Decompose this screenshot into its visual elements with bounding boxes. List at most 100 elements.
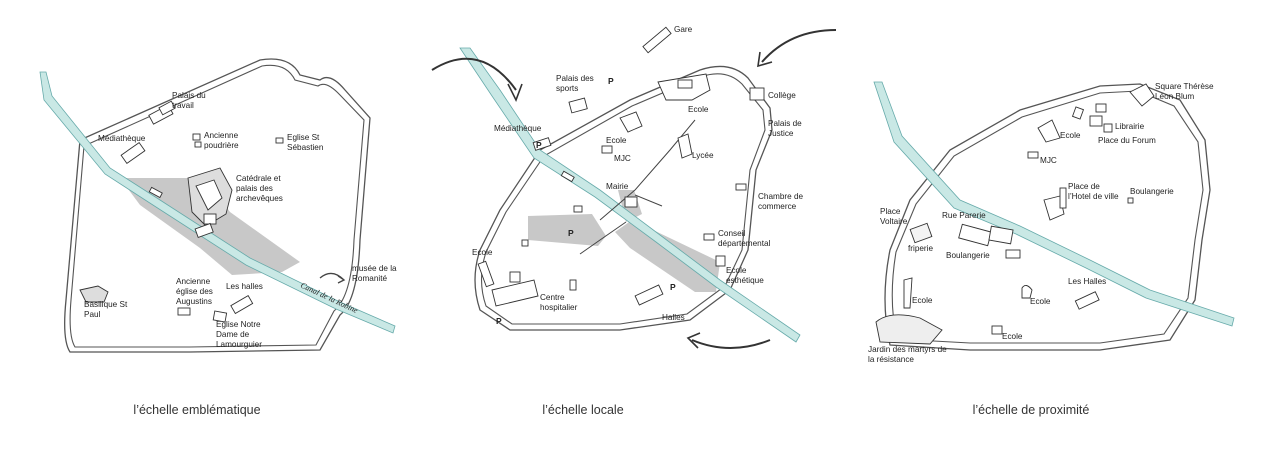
city-wall bbox=[474, 65, 773, 331]
rue-parerie-block bbox=[958, 223, 1021, 259]
ecole-mid-building bbox=[619, 111, 643, 133]
ecole-top-building bbox=[657, 73, 711, 101]
small-building-top bbox=[1071, 106, 1085, 120]
label-mediatheque: Médiathèque bbox=[494, 124, 542, 133]
mediatheque-building bbox=[532, 137, 552, 151]
label-boulangerie-center: Boulangerie bbox=[946, 251, 990, 260]
label-college: Collège bbox=[768, 91, 796, 100]
city-wall-inner bbox=[891, 90, 1204, 344]
friperie-building bbox=[909, 222, 933, 244]
parking-2: P bbox=[536, 140, 542, 150]
arrow-top-left bbox=[431, 57, 523, 102]
label-ecole-top: Ecole bbox=[688, 105, 709, 114]
city-wall bbox=[64, 58, 371, 353]
label-mjc: MJC bbox=[614, 154, 631, 163]
label-ecole-bottom: Ecole bbox=[1002, 332, 1023, 341]
ecole-esthetique-building bbox=[715, 255, 726, 267]
label-ecole-top: Ecole bbox=[1060, 131, 1081, 140]
label-les-halles: Les Halles bbox=[1068, 277, 1106, 286]
label-mjc: MJC bbox=[1040, 156, 1057, 165]
parking-3: P bbox=[568, 228, 574, 238]
cathedrale-building bbox=[187, 167, 233, 239]
river bbox=[873, 81, 1235, 327]
road-main bbox=[599, 119, 696, 221]
label-ecole-mid: Ecole bbox=[606, 136, 627, 145]
parking-4: P bbox=[670, 282, 676, 292]
museum-arrow bbox=[319, 272, 345, 281]
label-rue-parerie: Rue Parerie bbox=[942, 211, 986, 220]
caption-emblematic: l’échelle emblématique bbox=[133, 403, 260, 417]
road-east bbox=[634, 194, 663, 207]
label-ecole-mid: Ecole bbox=[1030, 297, 1051, 306]
museum-arrowhead bbox=[337, 275, 346, 284]
river bbox=[459, 47, 801, 343]
small-building-canal bbox=[148, 186, 163, 199]
ecole-left-building bbox=[477, 260, 495, 288]
small-building-4 bbox=[560, 170, 575, 183]
label-friperie: friperie bbox=[908, 244, 933, 253]
lycee-building bbox=[677, 133, 693, 159]
arrow-bottom-right bbox=[686, 332, 771, 349]
label-place-du-forum: Place du Forum bbox=[1098, 136, 1156, 145]
small-building-2 bbox=[521, 239, 529, 247]
parking-5: P bbox=[496, 316, 502, 326]
parking-1: P bbox=[608, 76, 614, 86]
eglise-notre-dame-building bbox=[212, 310, 228, 323]
college-building bbox=[749, 87, 765, 101]
caption-proximity: l’échelle de proximité bbox=[973, 403, 1090, 417]
centre-hospitalier-building bbox=[491, 271, 539, 307]
ecole-bottom-building bbox=[991, 325, 1003, 335]
ancienne-poudriere-building bbox=[192, 133, 202, 148]
boulangerie-right-building bbox=[1127, 197, 1134, 204]
conseil-building bbox=[703, 233, 715, 241]
city-wall bbox=[884, 83, 1211, 351]
label-ecole-left: Ecole bbox=[912, 296, 933, 305]
les-halles-building bbox=[230, 295, 254, 315]
ecole-left-building bbox=[903, 277, 913, 309]
small-building-1 bbox=[573, 205, 583, 213]
label-librairie: Librairie bbox=[1115, 122, 1145, 131]
label-mediatheque: Médiathèque bbox=[98, 134, 146, 143]
les-halles-building bbox=[1074, 291, 1100, 310]
local-zone-east bbox=[615, 220, 720, 292]
mediatheque-building bbox=[120, 141, 146, 165]
road-south bbox=[579, 221, 627, 255]
small-building-3 bbox=[569, 279, 577, 291]
hotel-de-ville-building bbox=[1043, 187, 1067, 221]
ancienne-eglise-building bbox=[177, 307, 191, 316]
label-boulangerie-right: Boulangerie bbox=[1130, 187, 1174, 196]
mjc-building bbox=[601, 145, 613, 154]
label-gare: Gare bbox=[674, 25, 693, 34]
mjc-building bbox=[1027, 151, 1039, 159]
palais-du-travail-building bbox=[148, 100, 176, 125]
label-halles: Halles bbox=[662, 313, 685, 322]
librairie-building bbox=[1089, 103, 1113, 133]
ecole-mid-building bbox=[1021, 285, 1033, 299]
mairie-building bbox=[624, 196, 638, 208]
label-mairie: Mairie bbox=[606, 182, 629, 191]
label-ecole-left: Ecole bbox=[472, 248, 493, 257]
label-lycee: Lycée bbox=[692, 151, 714, 160]
label-les-halles: Les halles bbox=[226, 282, 263, 291]
city-wall-inner bbox=[69, 64, 365, 348]
